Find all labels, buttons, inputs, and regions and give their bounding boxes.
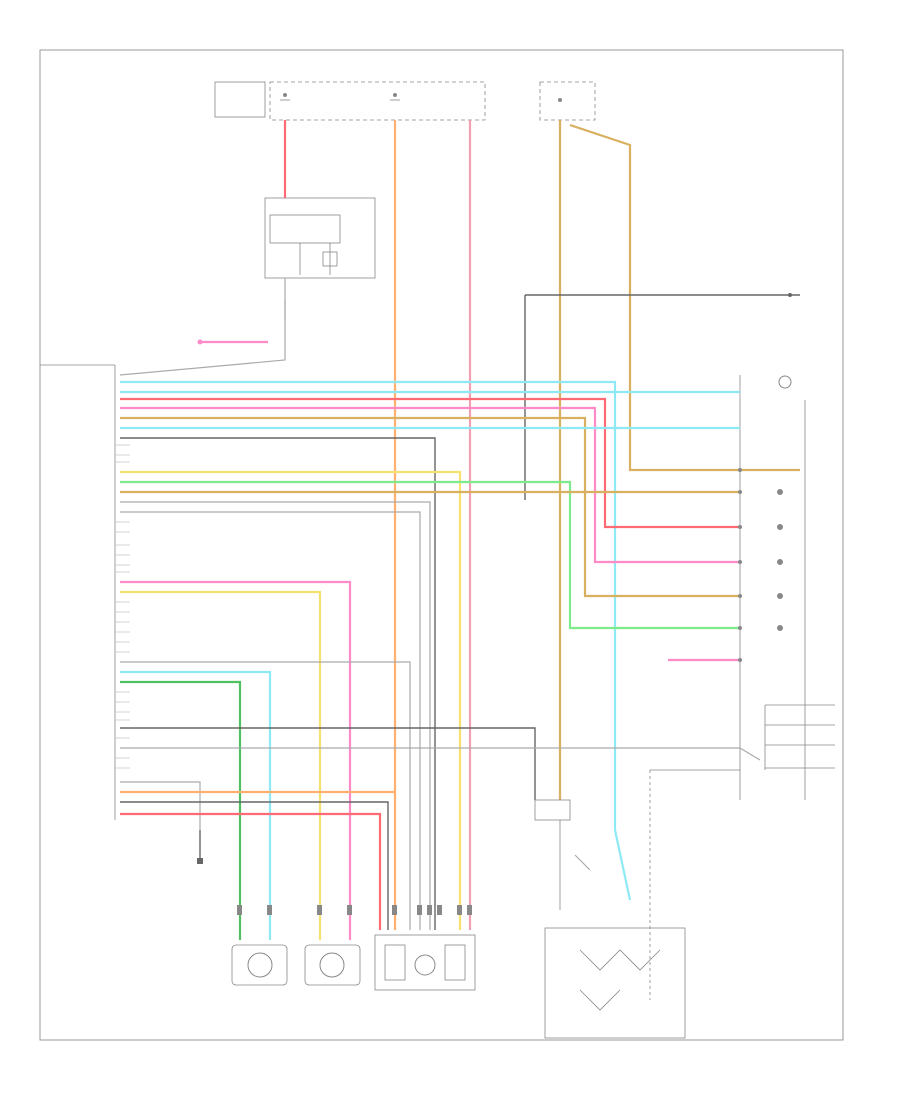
wire-red-2 — [120, 812, 382, 930]
wire-yellow-1 — [120, 470, 462, 930]
motor-icon — [319, 952, 345, 978]
wire-ltblue-4 — [120, 670, 272, 940]
fuse-icon — [558, 98, 562, 102]
wire-pink-2 — [120, 580, 352, 940]
wire-ltgreen-1 — [120, 480, 740, 630]
fuse-block-instrument — [539, 81, 596, 121]
connector-icon — [197, 339, 203, 345]
transfer-case-control-module — [40, 364, 116, 820]
motor-icon — [778, 375, 792, 389]
switch-assembly-right — [739, 400, 835, 800]
wire-gray-3 — [120, 661, 411, 930]
wire-tan-vert-2 — [569, 123, 800, 472]
wire-red-1 — [120, 397, 740, 529]
encoder-motor-block — [374, 934, 476, 991]
wire-pink-1 — [120, 406, 740, 564]
wire-black-2 — [120, 727, 536, 800]
fuse-icon — [283, 93, 287, 97]
wire-ltblue-1 — [120, 380, 632, 901]
motor-icon — [247, 952, 273, 978]
diagram-border — [39, 49, 844, 1041]
relay-box — [264, 197, 376, 279]
fuse-icon — [393, 93, 397, 97]
wire-tan-1 — [120, 416, 740, 598]
motor-2 — [304, 944, 361, 986]
wire-gray-5 — [120, 781, 201, 830]
wire-black-1 — [120, 437, 436, 930]
wire-gray-feed — [119, 278, 286, 376]
lower-right-module — [534, 769, 740, 1039]
connector-terminals — [237, 905, 472, 915]
wire-yellow-2 — [120, 590, 322, 940]
wire-green-1 — [120, 680, 242, 940]
wire-black-3 — [120, 801, 389, 930]
wire-gray-1 — [120, 501, 431, 930]
right-terminals — [738, 468, 783, 662]
motor-icon — [414, 954, 436, 976]
module-pin-rows — [115, 444, 130, 769]
ground-device-right — [739, 375, 792, 800]
motor-1 — [231, 944, 288, 986]
ground-icon — [197, 830, 203, 864]
splice-icon — [788, 293, 792, 297]
fuse-block-underhood — [214, 81, 486, 121]
wire-gray-2 — [120, 511, 421, 930]
